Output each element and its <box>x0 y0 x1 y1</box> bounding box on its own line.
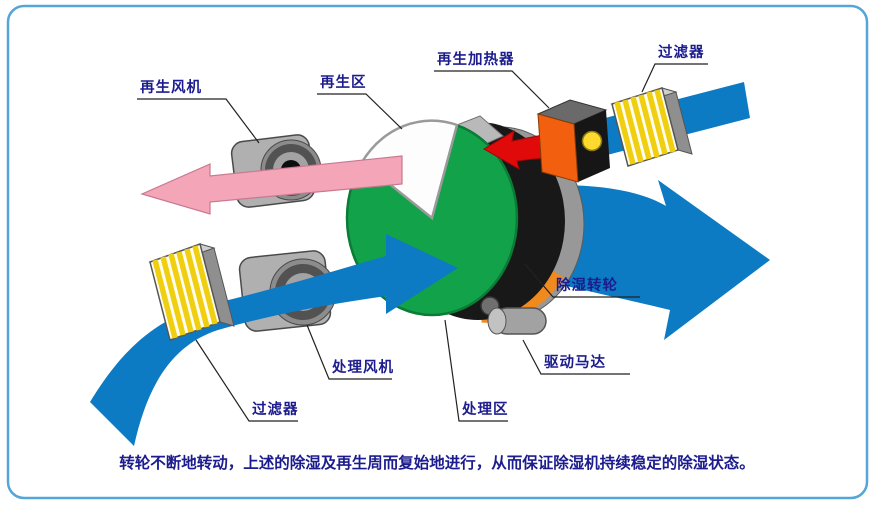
process-air-arrow <box>90 234 458 446</box>
leader-process-fan <box>306 324 392 380</box>
leader-lines <box>137 63 708 422</box>
label-drive-motor: 驱动马达 <box>544 353 606 371</box>
rotor-regen-sector <box>360 119 459 221</box>
leader-regen-fan <box>137 98 260 144</box>
heater-front-face <box>537 113 579 183</box>
leader-regen-zone <box>317 93 403 130</box>
heater-indicator-lamp <box>581 130 603 152</box>
label-process-zone: 处理区 <box>461 400 509 418</box>
label-regen-heater: 再生加热器 <box>437 50 515 68</box>
filter-bottom-stripes <box>152 245 218 339</box>
motor-end-cap <box>487 307 507 335</box>
diagram-caption: 转轮不断地转动，上述的除湿及再生周而复始地进行，从而保证除湿机持续稳定的除湿状态… <box>119 453 755 472</box>
regen-heater <box>536 99 610 183</box>
filter-top-stripes <box>614 89 676 165</box>
leader-process-zone <box>444 319 508 422</box>
leader-drive-motor <box>522 339 630 375</box>
label-regen-fan: 再生风机 <box>140 78 202 96</box>
filter-bottom <box>148 243 235 341</box>
label-rotor: 除湿转轮 <box>556 276 618 294</box>
regen-exhaust-arrow <box>140 155 403 215</box>
leader-regen-heater <box>434 70 550 109</box>
leader-filter-top <box>641 63 708 93</box>
label-regen-zone: 再生区 <box>320 73 367 91</box>
filter-top <box>610 87 693 167</box>
label-filter-bottom: 过滤器 <box>252 400 299 418</box>
leader-filter-bottom <box>195 339 298 422</box>
label-filter-top: 过滤器 <box>658 43 705 61</box>
leader-rotor <box>524 263 640 298</box>
label-process-fan: 处理风机 <box>331 358 394 376</box>
drive-motor <box>480 296 547 335</box>
labels: 再生风机 再生区 再生加热器 过滤器 除湿转轮 驱动马达 处理风机 过滤器 处理… <box>140 43 705 418</box>
